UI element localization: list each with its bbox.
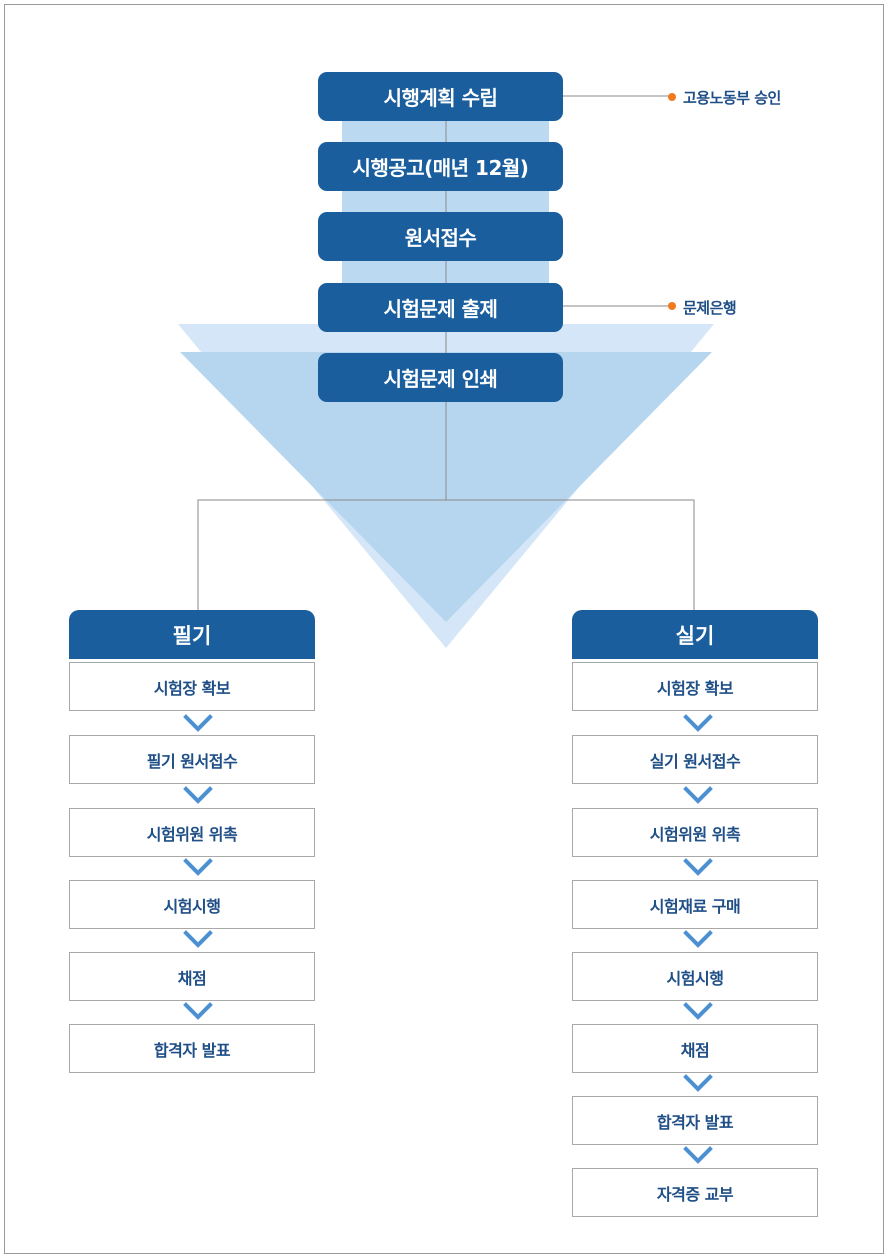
main-step-application: 원서접수 — [318, 212, 563, 261]
branch-connector — [197, 499, 695, 610]
diagram-frame — [4, 4, 884, 1254]
practical-step: 시험위원 위촉 — [572, 808, 818, 857]
written-step: 시험위원 위촉 — [69, 808, 315, 857]
practical-step: 채점 — [572, 1024, 818, 1073]
chevron-down-icon — [683, 714, 713, 732]
chevron-down-icon — [183, 1002, 213, 1020]
written-exam-header: 필기 — [69, 610, 315, 659]
practical-step: 합격자 발표 — [572, 1096, 818, 1145]
main-step-question-printing: 시험문제 인쇄 — [318, 353, 563, 402]
written-step: 합격자 발표 — [69, 1024, 315, 1073]
main-step-announcement: 시행공고(매년 12월) — [318, 142, 563, 191]
chevron-down-icon — [683, 1002, 713, 1020]
chevron-down-icon — [683, 858, 713, 876]
written-step: 필기 원서접수 — [69, 735, 315, 784]
note-plan-approval: 고용노동부 승인 — [683, 89, 781, 107]
practical-step: 시험시행 — [572, 952, 818, 1001]
practical-step: 시험재료 구매 — [572, 880, 818, 929]
chevron-down-icon — [683, 1074, 713, 1092]
note-dot-questions — [668, 302, 676, 310]
main-step-question-setting: 시험문제 출제 — [318, 283, 563, 332]
practical-step: 실기 원서접수 — [572, 735, 818, 784]
note-question-bank: 문제은행 — [683, 299, 737, 317]
written-step: 채점 — [69, 952, 315, 1001]
written-step: 시험시행 — [69, 880, 315, 929]
chevron-down-icon — [183, 786, 213, 804]
chevron-down-icon — [183, 858, 213, 876]
practical-step: 자격증 교부 — [572, 1168, 818, 1217]
chevron-down-icon — [683, 1146, 713, 1164]
practical-step: 시험장 확보 — [572, 662, 818, 711]
chevron-down-icon — [183, 714, 213, 732]
chevron-down-icon — [683, 930, 713, 948]
practical-exam-header: 실기 — [572, 610, 818, 659]
main-step-plan: 시행계획 수립 — [318, 72, 563, 121]
note-dot-plan — [668, 93, 676, 101]
chevron-down-icon — [683, 786, 713, 804]
written-step: 시험장 확보 — [69, 662, 315, 711]
chevron-down-icon — [183, 930, 213, 948]
